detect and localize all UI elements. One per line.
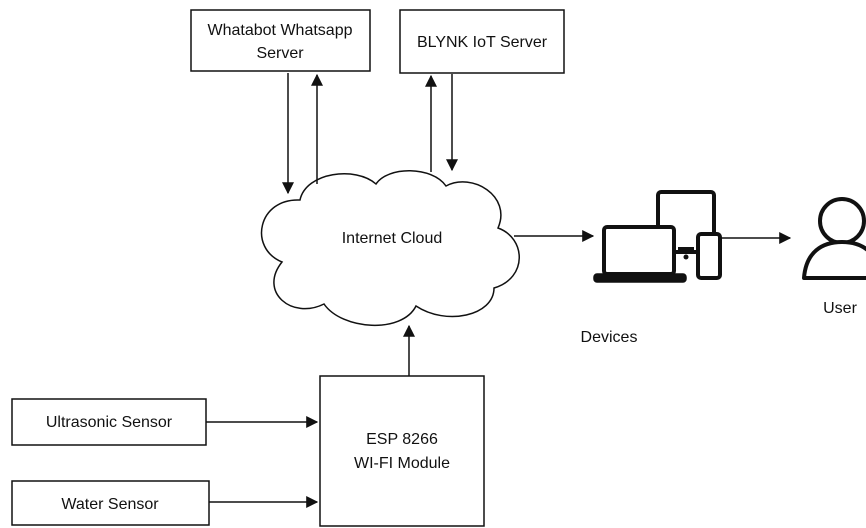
- water-sensor-node: Water Sensor: [11, 480, 210, 526]
- laptop-tablet-phone-icon: [593, 190, 722, 283]
- internet-cloud-node: Internet Cloud: [260, 170, 520, 326]
- esp-module-label-line1: ESP 8266: [366, 431, 438, 448]
- whatabot-server-label-line2: Server: [256, 45, 304, 62]
- water-sensor-label: Water Sensor: [61, 496, 159, 513]
- ultrasonic-sensor-box: [11, 398, 207, 446]
- cloud-shape: [260, 170, 520, 326]
- esp-module-label-line2: WI-FI Module: [354, 455, 450, 472]
- devices-label: Devices: [581, 329, 638, 346]
- esp-module-node: ESP 8266 WI-FI Module: [319, 375, 485, 527]
- water-sensor-box: [11, 480, 210, 526]
- blynk-server-box: [399, 9, 565, 74]
- blynk-server-node: BLYNK IoT Server: [399, 9, 565, 74]
- blynk-server-label: BLYNK IoT Server: [417, 34, 548, 51]
- ultrasonic-sensor-label: Ultrasonic Sensor: [46, 414, 173, 431]
- whatabot-server-box: [190, 9, 371, 72]
- user-label: User: [823, 300, 857, 317]
- esp-module-box: [319, 375, 485, 527]
- user-icon: [802, 197, 866, 280]
- ultrasonic-sensor-node: Ultrasonic Sensor: [11, 398, 207, 446]
- whatabot-server-label-line1: Whatabot Whatsapp: [208, 22, 353, 39]
- internet-cloud-label: Internet Cloud: [342, 230, 443, 247]
- whatabot-server-node: Whatabot Whatsapp Server: [190, 9, 371, 72]
